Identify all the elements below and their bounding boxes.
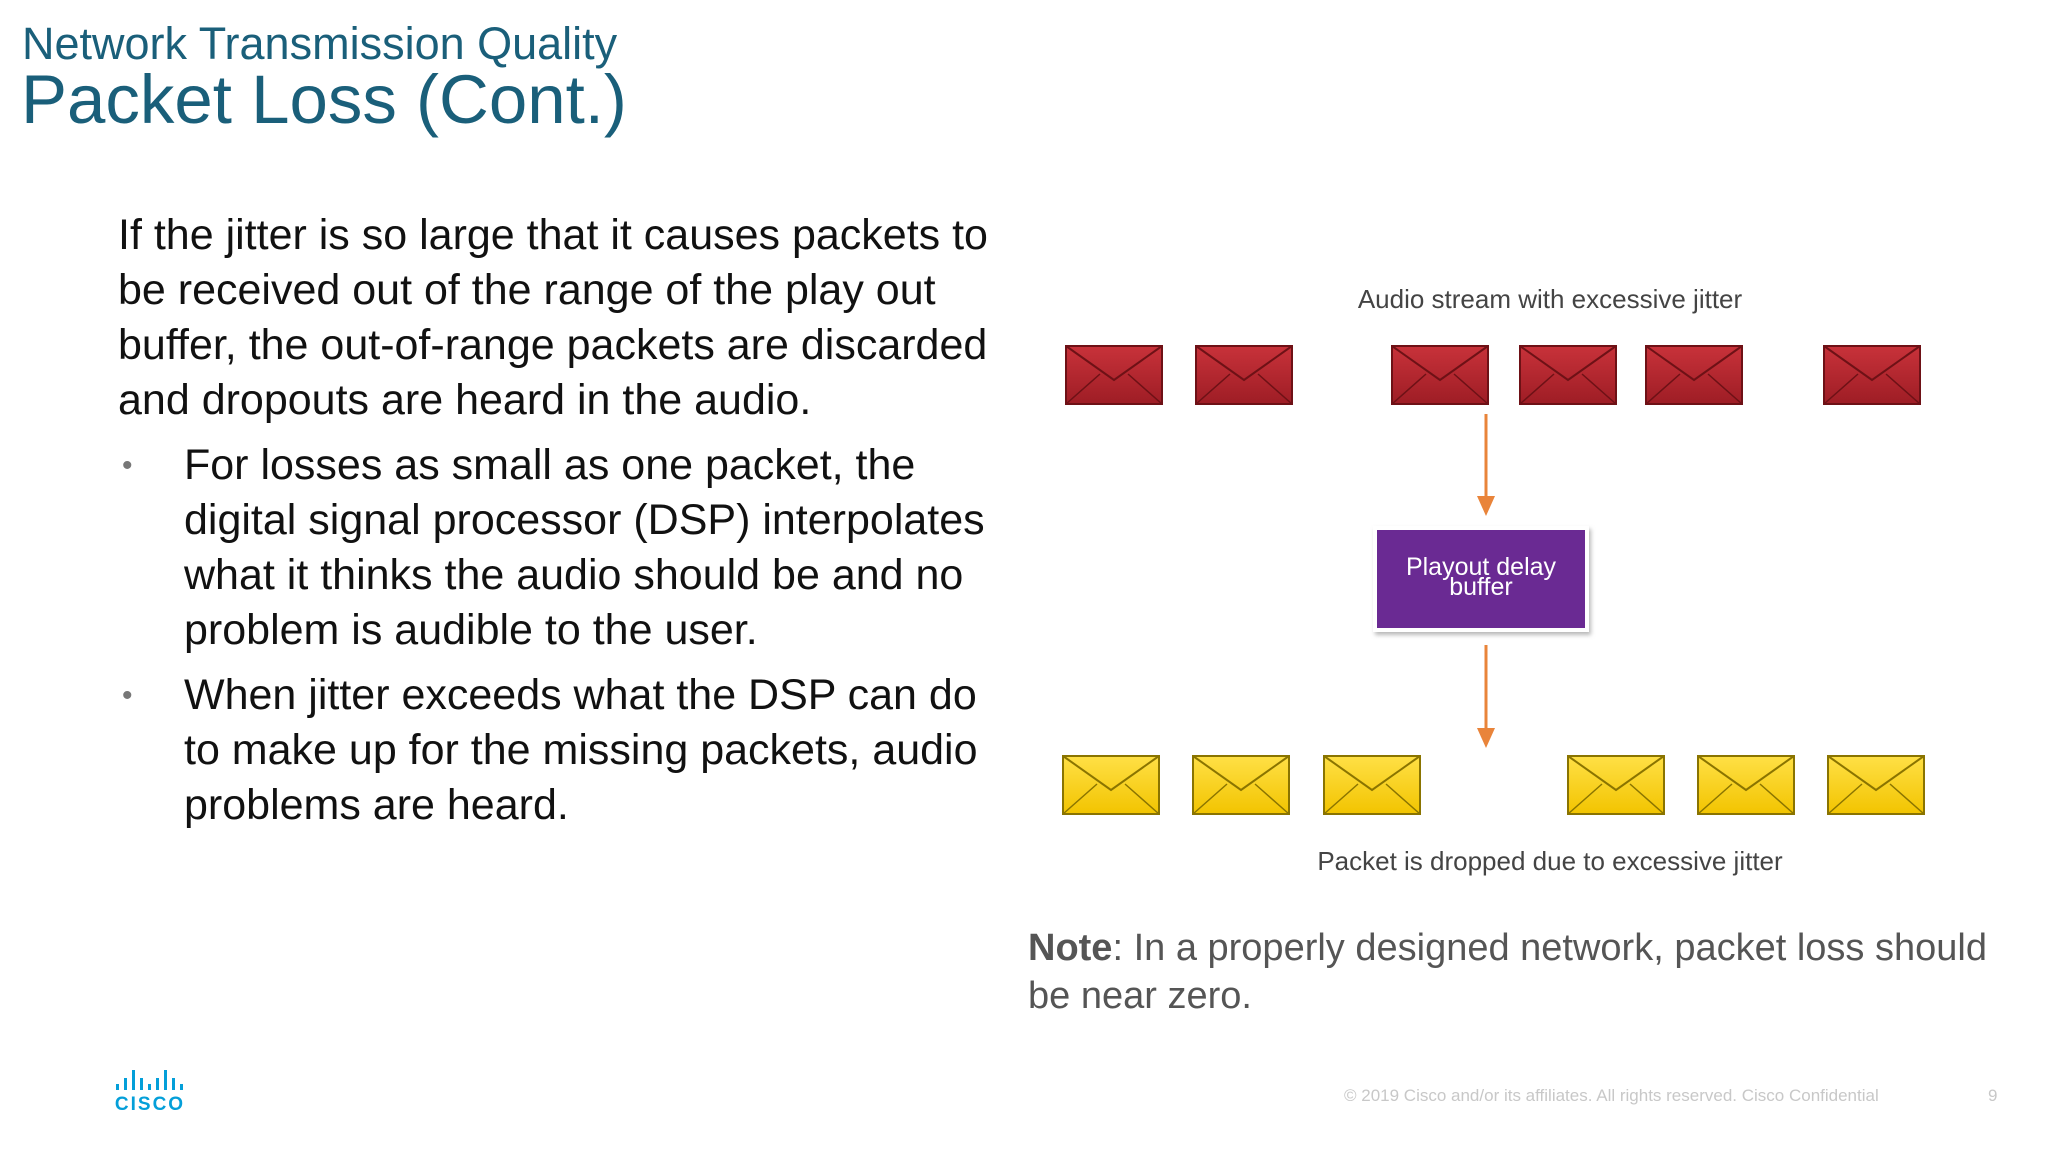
red-packet-envelope-icon xyxy=(1065,345,1163,405)
red-packet-envelope-icon xyxy=(1823,345,1921,405)
bullet-item: • When jitter exceeds what the DSP can d… xyxy=(118,668,1018,833)
bullet-text: When jitter exceeds what the DSP can do … xyxy=(184,671,978,829)
bullet-text: For losses as small as one packet, the d… xyxy=(184,441,985,654)
yellow-packet-envelope-icon xyxy=(1827,755,1925,815)
red-packet-envelope-icon xyxy=(1519,345,1617,405)
bullet-marker: • xyxy=(122,449,133,482)
yellow-packet-envelope-icon xyxy=(1697,755,1795,815)
top-stream-label: Audio stream with excessive jitter xyxy=(1358,284,1743,314)
jitter-diagram: Audio stream with excessive jitter xyxy=(1062,284,1925,876)
logo-wordmark: CISCO xyxy=(115,1094,185,1114)
bullet-item: • For losses as small as one packet, the… xyxy=(118,438,1018,658)
bullet-marker: • xyxy=(122,679,133,712)
red-packet-envelope-icon xyxy=(1645,345,1743,405)
cisco-logo: CISCO xyxy=(115,1070,185,1114)
yellow-packet-envelope-icon xyxy=(1567,755,1665,815)
playout-delay-buffer-box: Playout delay buffer xyxy=(1373,526,1589,632)
arrow-down-icon xyxy=(1477,414,1495,516)
intro-paragraph: If the jitter is so large that it causes… xyxy=(118,211,988,424)
arrow-down-icon xyxy=(1477,645,1495,748)
note-label: Note xyxy=(1028,927,1113,969)
red-packet-envelope-icon xyxy=(1195,345,1293,405)
yellow-packet-envelope-icon xyxy=(1192,755,1290,815)
note-body: : In a properly designed network, packet… xyxy=(1028,927,1987,1017)
red-packet-envelope-icon xyxy=(1391,345,1489,405)
yellow-packet-envelope-icon xyxy=(1062,755,1160,815)
slide-title: Packet Loss (Cont.) xyxy=(21,61,627,138)
bottom-stream-label: Packet is dropped due to excessive jitte… xyxy=(1317,846,1783,876)
copyright-footer: © 2019 Cisco and/or its affiliates. All … xyxy=(1344,1086,1879,1105)
slide-subtitle: Network Transmission Quality xyxy=(22,18,618,69)
buffer-label-line2: buffer xyxy=(1449,573,1512,601)
page-number: 9 xyxy=(1988,1086,1998,1105)
body-text: If the jitter is so large that it causes… xyxy=(118,208,1018,843)
yellow-packet-envelope-icon xyxy=(1323,755,1421,815)
note-text: Note: In a properly designed network, pa… xyxy=(1028,924,1988,1020)
bullet-list: • For losses as small as one packet, the… xyxy=(118,438,1018,833)
buffer-label-line1: Playout delay xyxy=(1406,553,1557,581)
